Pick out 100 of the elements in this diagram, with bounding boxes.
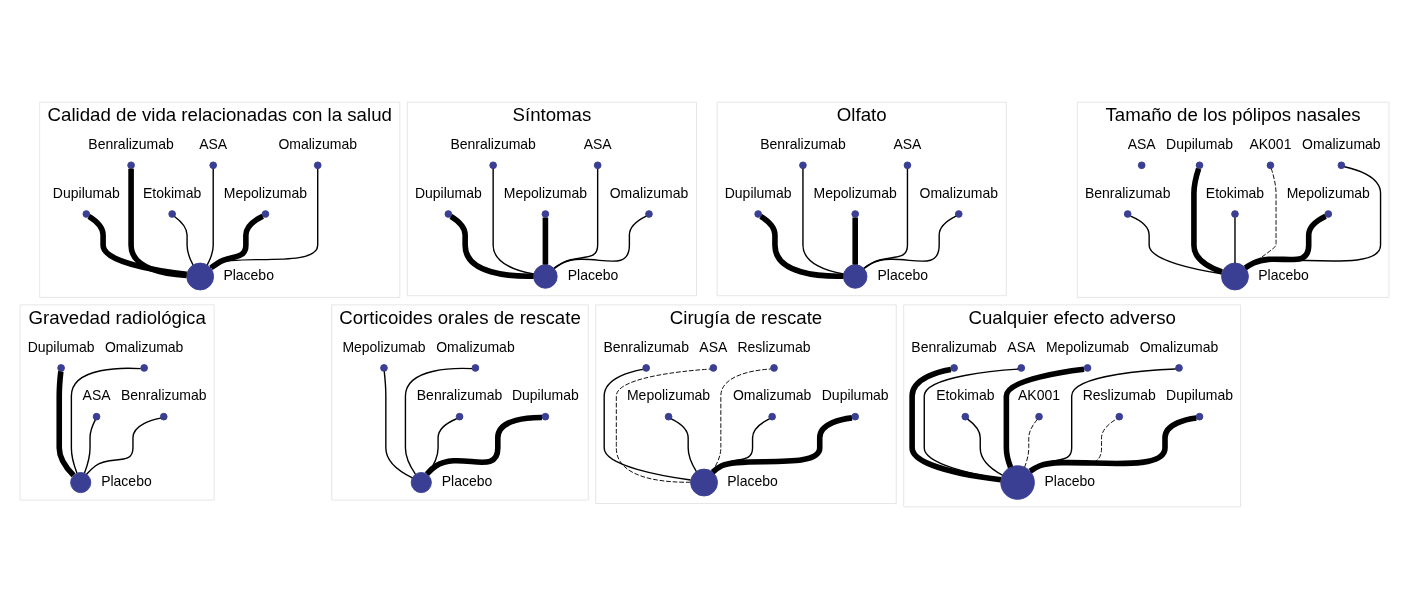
connector [759,214,844,280]
node-circle [961,412,970,421]
node-circle [159,412,168,421]
node-circle [261,210,270,218]
node-label: Reslizumab [1082,387,1156,404]
node-circle [954,210,963,218]
node-circle [799,161,807,170]
node-label: Dupilumab [1166,135,1233,152]
connector [862,215,957,269]
node-circle [851,412,860,421]
node-label: ASA [1127,135,1156,152]
node-label: ASA [82,387,111,404]
connector [206,168,214,266]
node-circle [380,364,388,372]
node-label: Placebo [441,472,493,489]
node-label: Placebo [1258,266,1309,283]
node-label: Placebo [223,266,274,283]
connector [173,215,194,266]
node-circle [489,161,497,170]
node-label: AK001 [1249,135,1292,152]
connector [712,418,771,474]
node-circle [1324,210,1333,218]
connector [1024,419,1038,468]
connector [711,368,771,473]
node-label: ASA [199,135,228,152]
connector [83,419,96,474]
node-circle [1123,210,1132,218]
connector [615,368,711,483]
connector [1029,418,1117,472]
node-label: Omalizumab [1139,338,1219,355]
node-circle [1337,161,1346,170]
node-circle [851,210,860,218]
node-circle [664,412,673,421]
node-circle [92,412,101,421]
node-label: ASA [893,135,922,152]
connector [553,168,599,270]
node-circle [770,364,778,372]
connector [863,168,909,270]
node-circle [82,210,91,218]
connector [802,168,845,275]
node-circle [444,210,453,218]
node-label: Dupilumab [1166,387,1233,404]
node-label: Benralizumab [450,135,536,152]
node-label: Placebo [1044,472,1096,489]
node-label: Dupilumab [52,184,120,201]
connector [923,368,1019,480]
node-label: Omalizumab [104,338,184,355]
node-circle [1137,161,1146,170]
node-circle [57,364,65,372]
node-label: Benralizumab [760,135,846,152]
node-circle [410,472,432,494]
node-circle [1231,210,1239,218]
connector [1191,167,1223,275]
connector [85,417,162,475]
node-circle [903,161,912,170]
connector [852,217,858,265]
node-label: Dupilumab [724,184,792,201]
node-circle [754,210,762,218]
node-label: Placebo [567,266,619,283]
connector [710,415,853,475]
node-label: Dupilumab [414,184,482,201]
node-label: Benralizumab [603,338,689,355]
node-label: ASA [583,135,612,152]
connector [670,418,697,472]
node-label: Mepolizumab [626,387,711,404]
connector [424,414,542,476]
connector [128,168,187,279]
node-circle [950,364,958,372]
connector [909,366,1002,483]
node-circle [1115,412,1124,421]
node-label: Mepolizumab [813,184,897,201]
node-label: Placebo [727,472,778,489]
node-label: Dupilumab [821,387,889,404]
node-circle [471,364,480,372]
connector [56,371,76,478]
node-label: Dupilumab [511,387,579,404]
node-label: Mepolizumab [503,184,587,201]
node-circle [533,264,558,289]
node-circle [1017,364,1026,372]
connector [383,370,414,479]
node-circle [1000,465,1035,500]
node-label: AK001 [1018,387,1061,404]
connector [553,215,647,269]
node-circle [70,472,92,494]
connector [542,217,549,265]
node-label: Mepolizumab [1045,338,1130,355]
node-circle [455,412,464,421]
node-label: Mepolizumab [342,338,426,355]
connector [1129,215,1223,275]
node-label: Omalizumab [278,135,357,152]
node-label: Benralizumab [911,338,997,355]
node-circle [541,412,550,421]
connector [1244,166,1382,269]
connector [426,418,458,476]
node-label: Reslizumab [737,338,811,355]
connector [492,168,535,275]
node-circle [168,210,176,218]
connector [1234,216,1236,264]
node-label: Benralizumab [120,387,207,404]
node-label: Omalizumab [732,387,812,404]
